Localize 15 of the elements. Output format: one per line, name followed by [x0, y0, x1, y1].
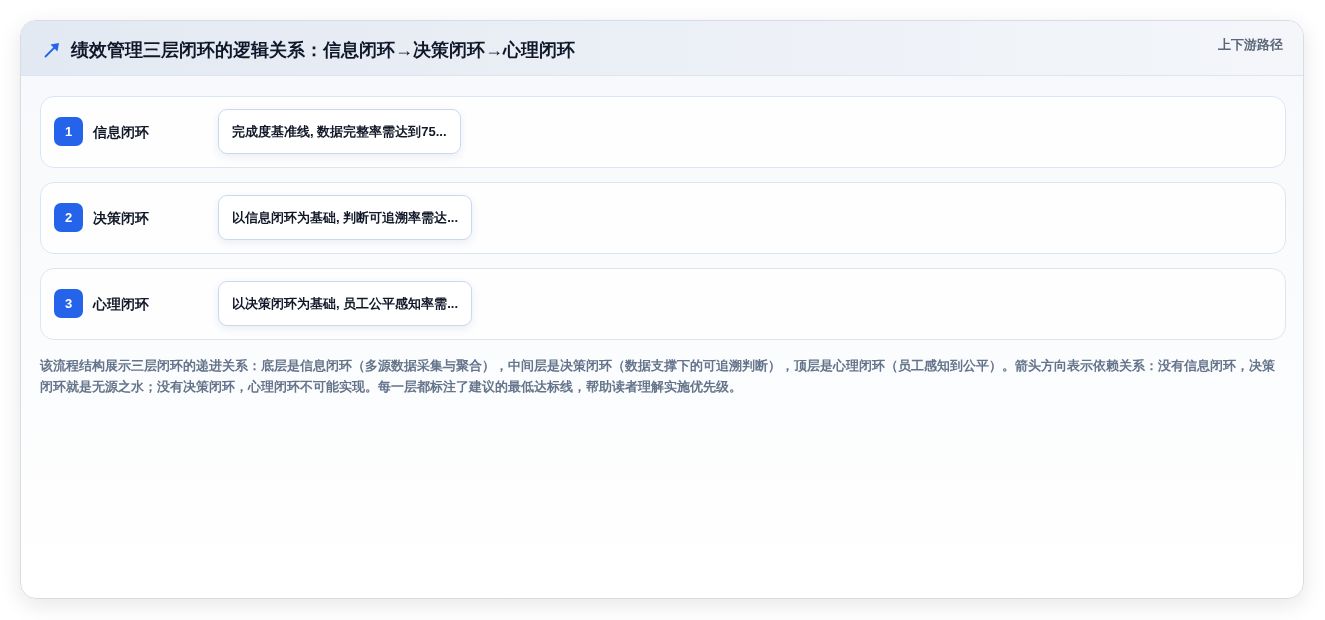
number-badge: 3 — [54, 289, 83, 318]
row-panel — [40, 268, 1286, 340]
threshold-box: 完成度基准线, 数据完整率需达到75... — [218, 109, 461, 154]
number-badge: 1 — [54, 117, 83, 146]
threshold-box: 以决策闭环为基础, 员工公平感知率需... — [218, 281, 473, 326]
number-badge: 2 — [54, 203, 83, 232]
header-note: 上下游路径 — [1218, 36, 1283, 54]
title-text: 绩效管理三层闭环的逻辑关系：信息闭环→决策闭环→心理闭环 — [71, 39, 575, 61]
step-name: 决策闭环 — [93, 209, 149, 227]
row-panel — [40, 96, 1286, 168]
step-name: 信息闭环 — [93, 123, 149, 141]
row-panel — [40, 182, 1286, 254]
step-name: 心理闭环 — [93, 295, 149, 313]
threshold-box: 以信息闭环为基础, 判断可追溯率需达... — [218, 195, 473, 240]
caption-text: 该流程结构展示三层闭环的递进关系：底层是信息闭环（多源数据采集与聚合），中间层是决策闭环（数据支撑下的可追溯判断），顶层是心理闭环（员工感知到公平）。箭头方向表示依赖关系：没有信息闭环，决策闭环就是无源之水；没有决策闭环，心理闭环不可能实现。每一层都标注了建议的最低达标线，帮助读者理解实施优先级。 — [40, 357, 1276, 396]
